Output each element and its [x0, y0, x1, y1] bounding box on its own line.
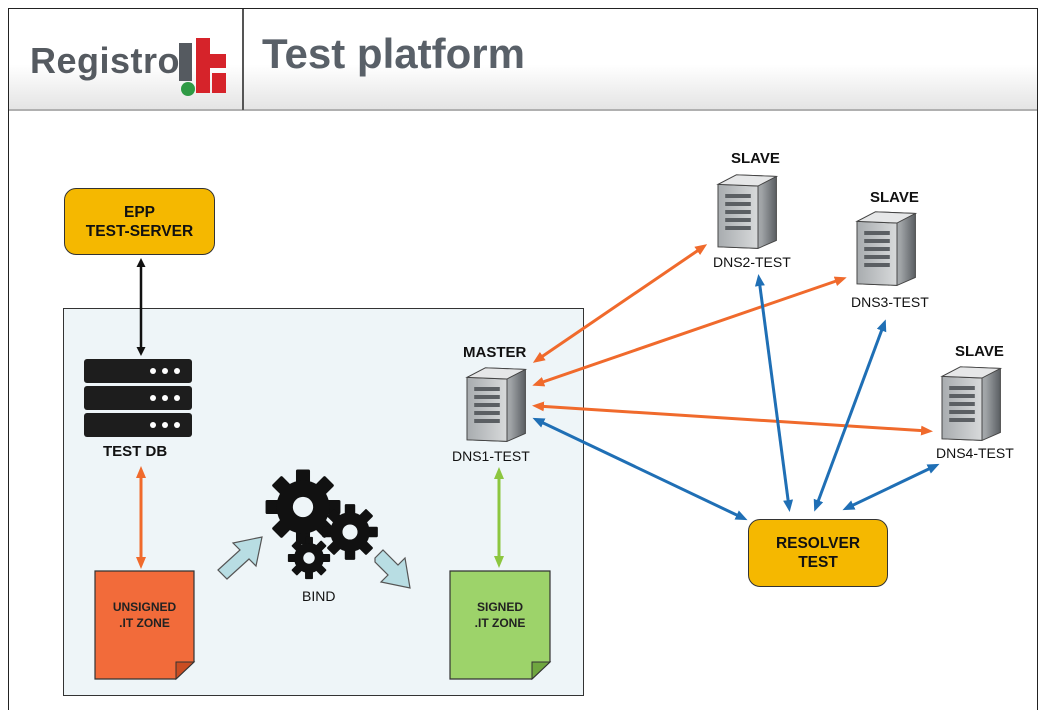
bind-label: BIND [302, 588, 336, 604]
test-db-label: TEST DB [103, 443, 168, 460]
header-divider [242, 9, 244, 110]
signed-zone-label: SIGNED .IT ZONE [474, 600, 526, 630]
slave-label-dns2: SLAVE [731, 150, 780, 167]
signed-zone-document-icon [449, 570, 552, 681]
unsigned-zone-document-icon [94, 570, 196, 681]
dns2-server-icon [717, 174, 777, 249]
dns1-label: DNS1-TEST [452, 448, 530, 464]
master-label: MASTER [463, 344, 527, 361]
dns4-server-icon [941, 366, 1001, 441]
dns2-label: DNS2-TEST [713, 254, 791, 270]
dns3-label: DNS3-TEST [851, 294, 929, 310]
slave-label-dns3: SLAVE [870, 189, 919, 206]
epp-test-server-box: EPP TEST-SERVER [64, 188, 215, 255]
slide-frame [8, 8, 1038, 710]
gears-icon [265, 469, 378, 580]
process-arrow-icon [217, 536, 411, 589]
server-rack-icon [84, 359, 192, 437]
logo-text: Registro [30, 40, 181, 81]
dns4-label: DNS4-TEST [936, 445, 1014, 461]
page-title: Test platform [262, 30, 525, 77]
slave-label-dns4: SLAVE [955, 343, 1004, 360]
resolver-test-box: RESOLVER TEST [748, 519, 888, 587]
unsigned-zone-label: UNSIGNED .IT ZONE [112, 600, 177, 630]
dns3-server-icon [856, 211, 916, 286]
header-underline [9, 109, 1037, 111]
dns1-server-icon [466, 367, 526, 442]
